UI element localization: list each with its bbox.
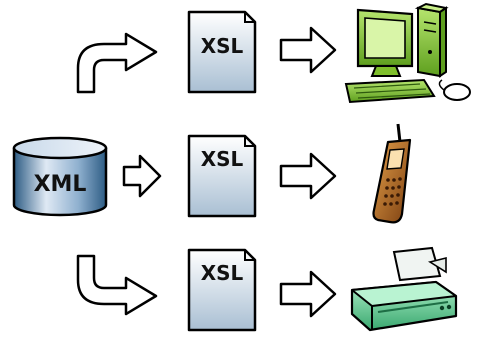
xml-label: XML xyxy=(34,172,87,197)
xsl-document-icon: XSL xyxy=(187,10,257,94)
xsl-document-icon: XSL xyxy=(187,248,257,332)
printer-icon xyxy=(350,246,458,332)
desktop-computer-icon xyxy=(344,2,471,104)
arrow-right-icon xyxy=(279,26,337,74)
xsl-label: XSL xyxy=(201,261,244,285)
xml-database-icon: XML xyxy=(12,136,108,217)
xsl-label: XSL xyxy=(201,34,244,58)
arrow-right-icon xyxy=(279,152,337,200)
mobile-phone-icon xyxy=(372,123,412,224)
xsl-document-icon: XSL xyxy=(187,134,257,218)
curved-arrow-down-icon xyxy=(76,254,158,316)
curved-arrow-up-icon xyxy=(76,32,158,94)
arrow-right-icon xyxy=(122,154,162,198)
xsl-label: XSL xyxy=(201,147,244,171)
arrow-right-icon xyxy=(279,270,337,318)
